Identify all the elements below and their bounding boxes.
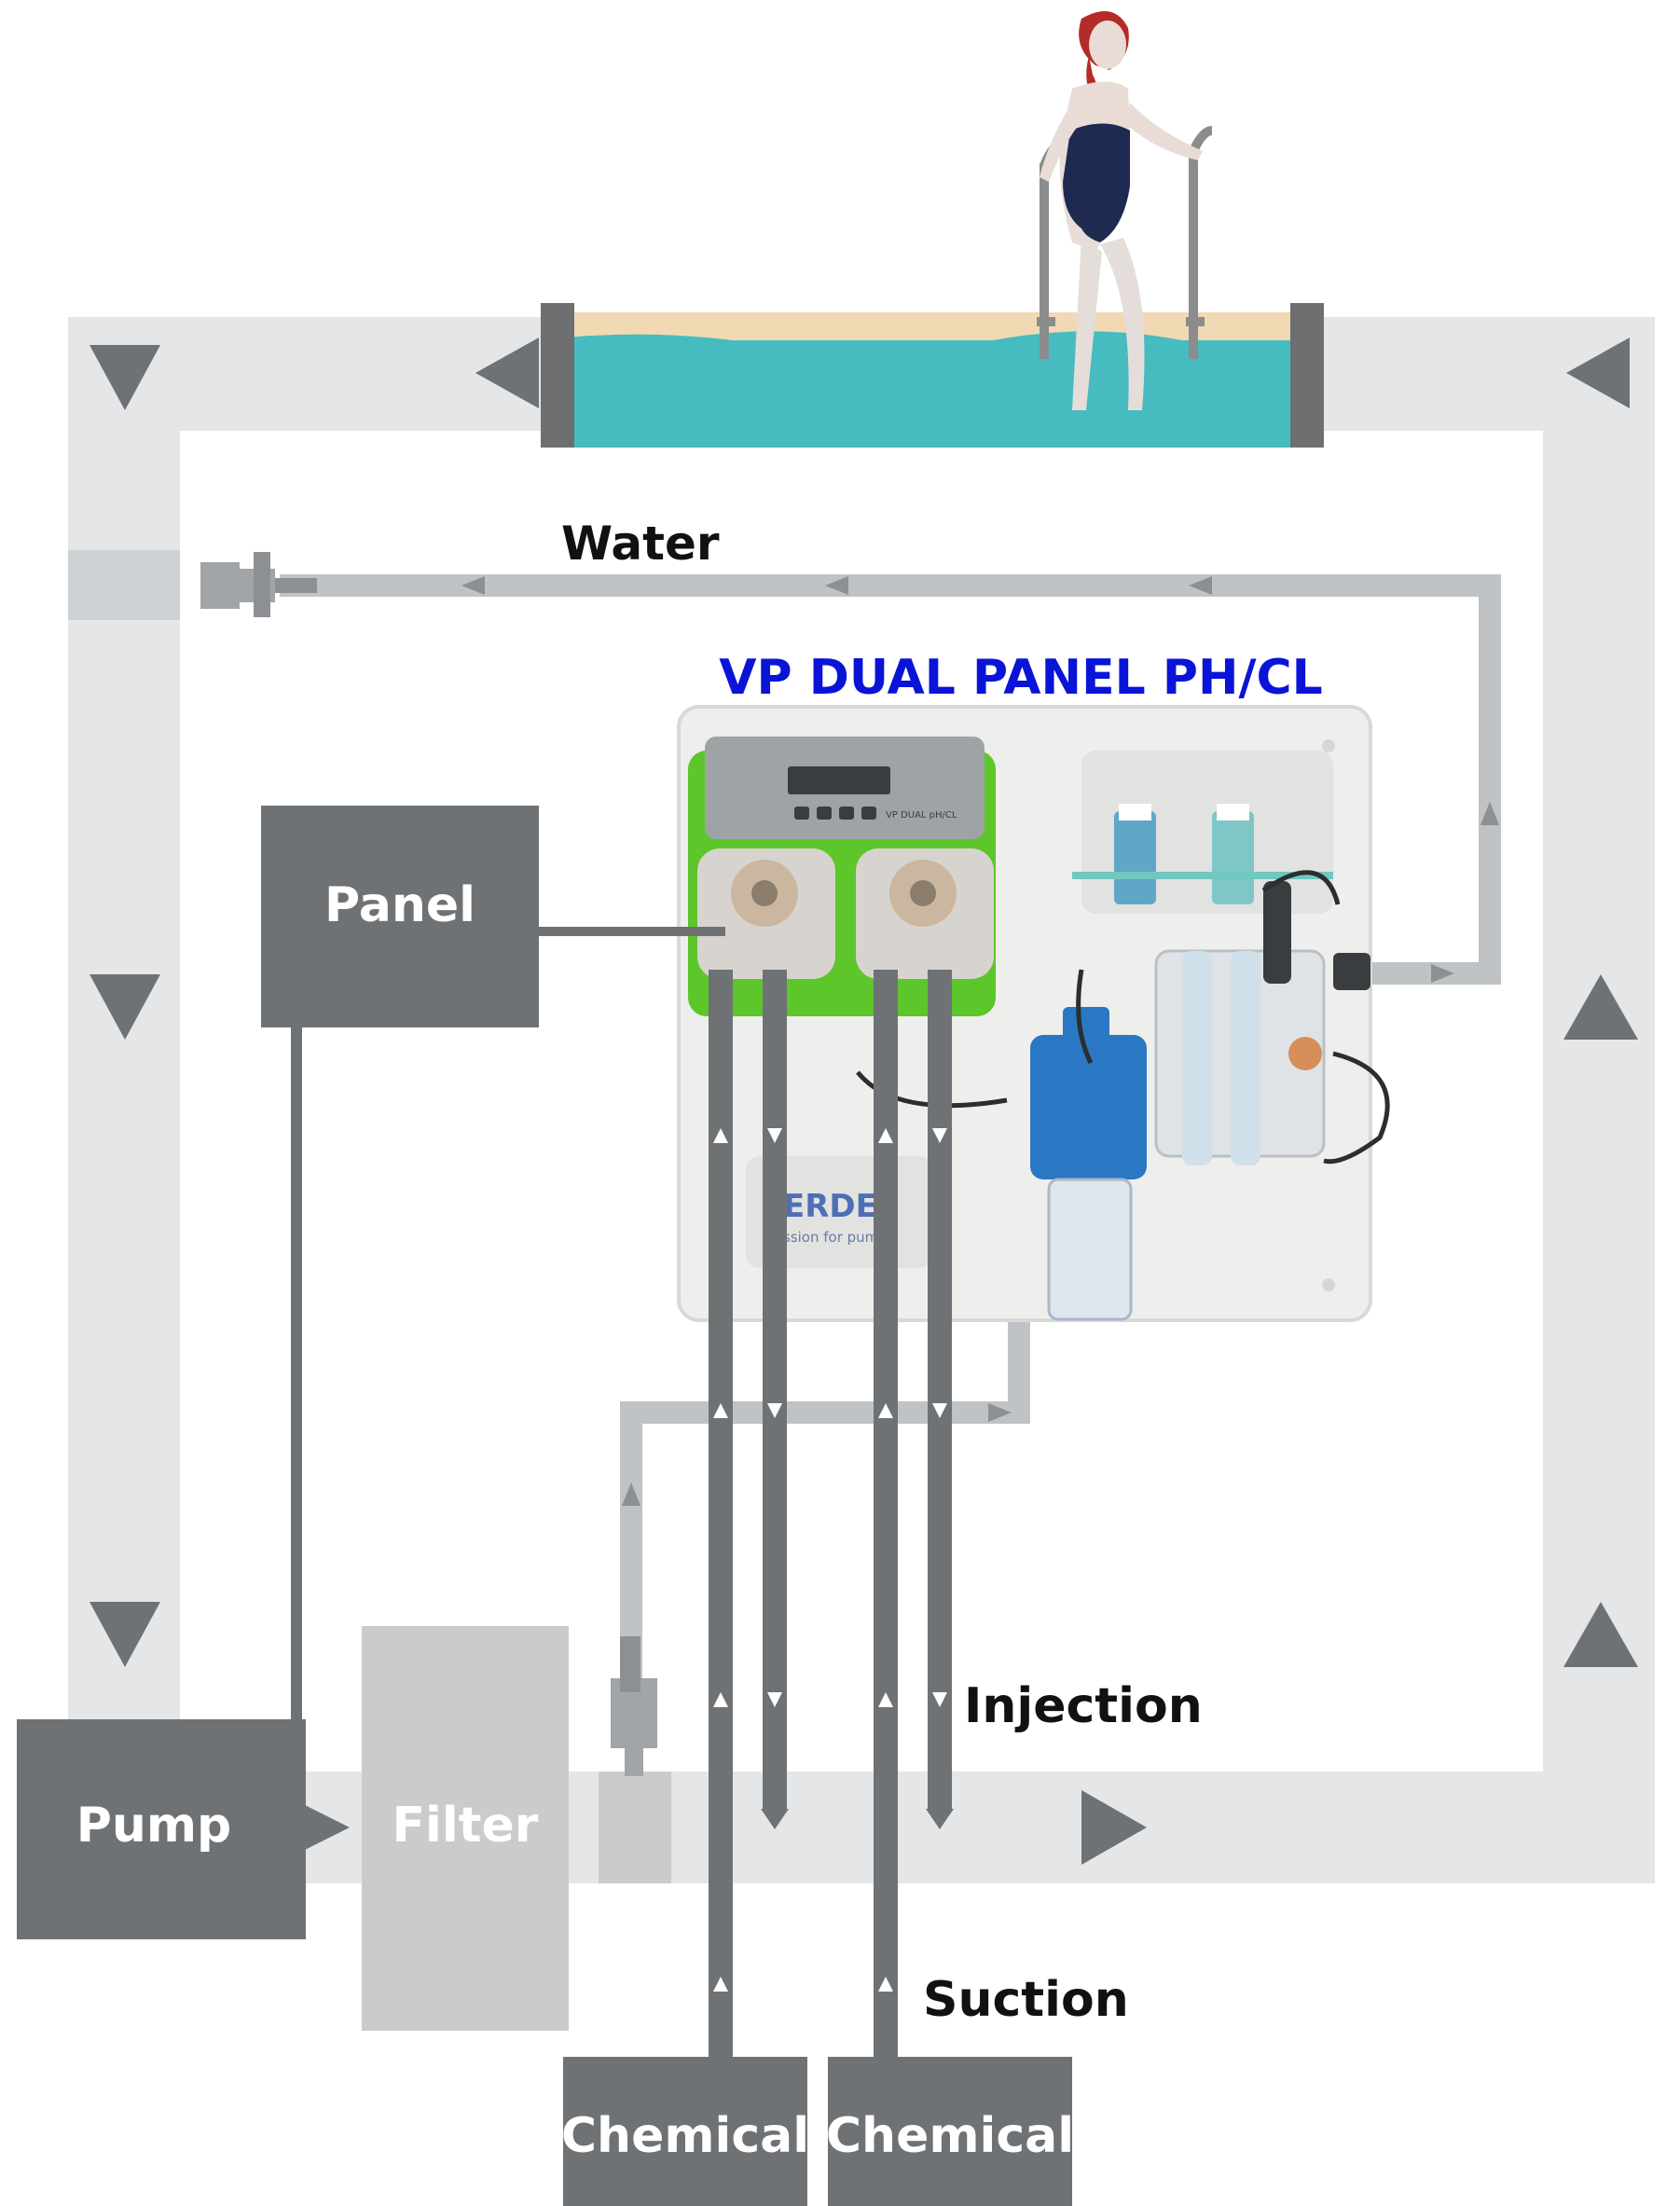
pool bbox=[541, 303, 1324, 448]
suction-label: Suction bbox=[923, 1972, 1129, 2028]
dosing-tube-arrows bbox=[713, 1128, 947, 1992]
water-label: Water bbox=[561, 517, 720, 571]
diagram-title: VP DUAL PANEL PH/CL bbox=[719, 650, 1323, 706]
chemical-label-left: Chemical bbox=[561, 2108, 809, 2164]
flow-arrows bbox=[90, 338, 1638, 1865]
panel-label: Panel bbox=[324, 877, 475, 933]
device-slogan-text: ssion for pum bbox=[783, 1229, 878, 1246]
dosing-panel-device: VP DUAL pH/CL ERDEF ssion for pum bbox=[677, 705, 1390, 1322]
filter-label: Filter bbox=[392, 1798, 539, 1854]
chemical-container-right bbox=[828, 2057, 1072, 2206]
panel-box bbox=[261, 806, 539, 1027]
chemical-label-right: Chemical bbox=[826, 2108, 1074, 2164]
swimmer-figure bbox=[1040, 11, 1203, 410]
injection-label: Injection bbox=[964, 1678, 1203, 1734]
sample-return-fitting bbox=[200, 552, 317, 617]
dosing-tubes bbox=[709, 970, 954, 2061]
filter-box bbox=[362, 1626, 569, 2031]
pump-label: Pump bbox=[76, 1798, 232, 1854]
filter-line-arrow-right bbox=[988, 1403, 1012, 1422]
pump-box bbox=[17, 1719, 306, 1939]
device-model-text: VP DUAL pH/CL bbox=[886, 810, 957, 820]
panel-to-pump-cable bbox=[291, 1026, 302, 1720]
panel-to-device-cable bbox=[539, 927, 725, 936]
water-line-arrows bbox=[461, 576, 1499, 983]
left-bypass-fitting bbox=[68, 550, 180, 620]
sample-intake-fitting bbox=[599, 1636, 671, 1883]
filter-line-arrow-up bbox=[622, 1482, 640, 1506]
chemical-container-left bbox=[563, 2057, 807, 2206]
